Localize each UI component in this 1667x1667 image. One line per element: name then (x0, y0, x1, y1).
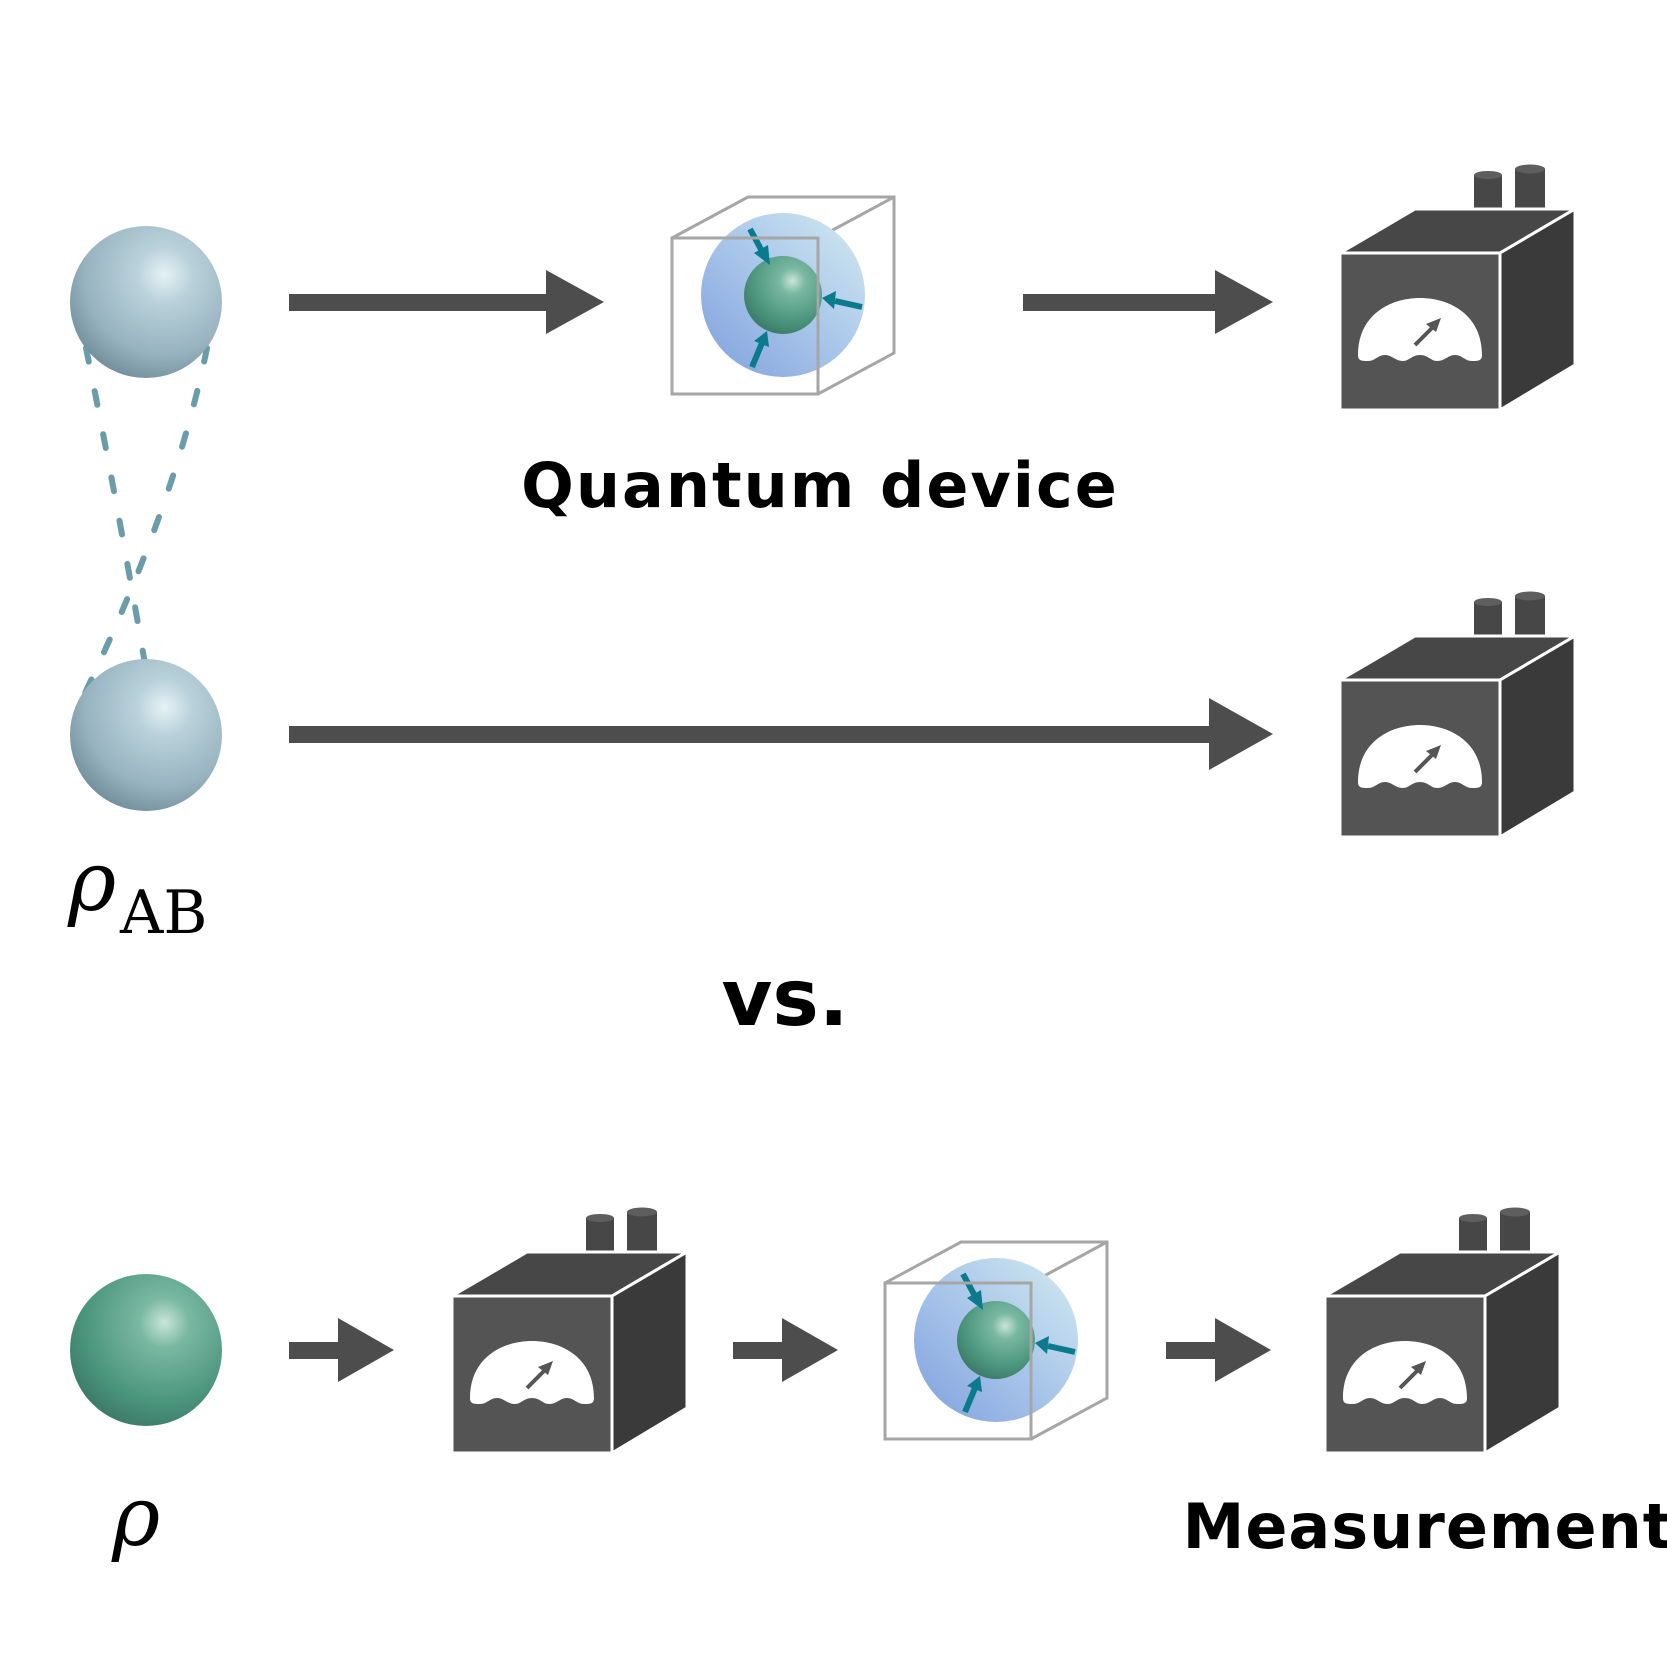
rho-ab-symbol: ρ (67, 835, 116, 930)
measurement-box-icon-bottom-2 (1323, 1205, 1562, 1455)
versus-label: vs. (722, 954, 849, 1044)
measurement-label: Measurement (1183, 1490, 1667, 1563)
rho-label: ρ (111, 1470, 160, 1565)
sphere-b-icon (70, 659, 222, 811)
arrow-bottom-1 (289, 1318, 394, 1382)
quantum-device-icon (672, 197, 894, 394)
quantum-device-label: Quantum device (521, 449, 1119, 522)
quantum-device-icon-bottom (885, 1242, 1107, 1439)
sphere-a-icon (70, 226, 222, 378)
measurement-box-icon-bottom-1 (450, 1205, 689, 1455)
measurement-box-icon-top (1338, 162, 1577, 412)
rho-ab-label: ρ AB (67, 835, 207, 948)
arrow-middle (289, 698, 1273, 770)
arrow-bottom-2 (733, 1318, 838, 1382)
entangled-pair (70, 226, 222, 811)
entanglement-link (82, 345, 210, 696)
sphere-rho-icon (70, 1274, 222, 1426)
rho-ab-subscript: AB (119, 878, 207, 948)
arrow-top-2 (1023, 270, 1273, 334)
measurement-box-icon-middle (1338, 589, 1577, 839)
arrow-top-1 (289, 270, 604, 334)
arrow-bottom-3 (1166, 1318, 1271, 1382)
